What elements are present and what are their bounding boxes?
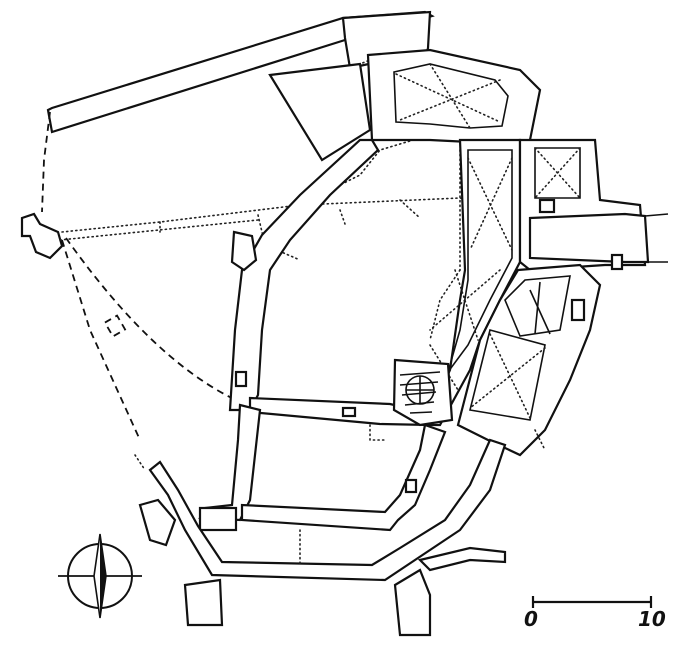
- scale-end-label: 10: [638, 607, 666, 631]
- scale-start-label: 0: [524, 607, 538, 631]
- reconstructed-west-wall: [41, 111, 241, 441]
- southeast-tower: [456, 263, 602, 457]
- spiral-staircase: [392, 358, 454, 427]
- west-tower-remnant: [20, 212, 64, 260]
- south-outer-bastion: [134, 438, 507, 637]
- wall-details: [230, 230, 546, 494]
- north-bastion: [268, 62, 372, 162]
- north-arrow-icon: [58, 533, 142, 619]
- northeast-tower: [366, 48, 542, 150]
- east-gatehouse: [518, 138, 669, 272]
- scale-bar: 0 10: [524, 596, 666, 631]
- east-range-hall: [423, 138, 522, 427]
- lower-ward-wall: [198, 403, 447, 532]
